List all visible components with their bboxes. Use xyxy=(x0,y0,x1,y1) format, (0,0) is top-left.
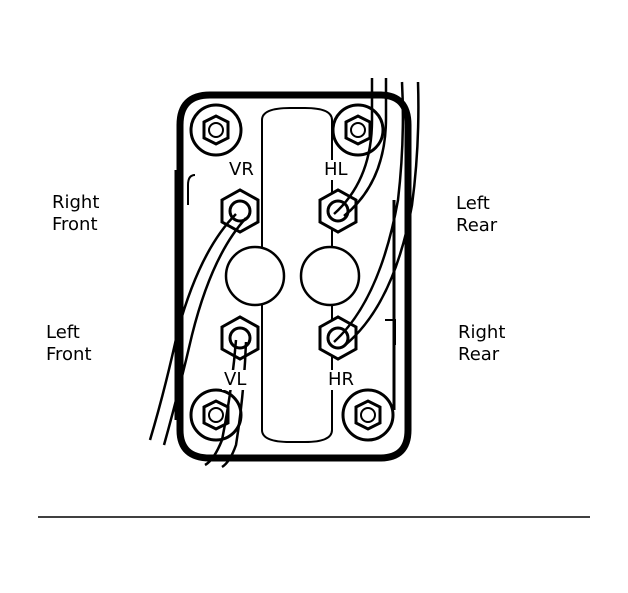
port-label-hl: HL xyxy=(322,159,350,180)
fitting-vr xyxy=(220,188,260,234)
port-label-vl: VL xyxy=(222,369,249,390)
bracket-left-upper xyxy=(187,174,196,205)
bolt-top-right xyxy=(331,103,385,157)
fitting-vl xyxy=(220,315,260,361)
label-left-front-line2: Front xyxy=(46,344,92,365)
port-label-hr: HR xyxy=(326,369,357,390)
brake-line-left-rear xyxy=(333,78,388,217)
label-right-front: Right Front xyxy=(52,192,99,236)
bore-left xyxy=(224,245,286,307)
label-left-front: Left Front xyxy=(46,322,92,366)
center-rib xyxy=(261,107,333,443)
bore-right xyxy=(299,245,361,307)
label-right-front-line1: Right xyxy=(52,192,100,213)
bracket-right-lower xyxy=(385,319,396,345)
label-right-rear: Right Rear xyxy=(458,322,505,366)
label-right-front-line2: Front xyxy=(52,214,98,235)
port-label-vr: VR xyxy=(227,159,256,180)
bolt-bottom-right xyxy=(341,388,395,442)
bolt-top-left xyxy=(189,103,243,157)
label-left-rear-line2: Rear xyxy=(456,215,498,236)
label-left-front-line1: Left xyxy=(46,322,80,343)
brake-line-right-rear xyxy=(333,81,420,347)
bolt-bottom-left xyxy=(189,388,243,442)
label-left-rear: Left Rear xyxy=(456,193,497,237)
brake-line-right-front xyxy=(148,213,247,446)
brake-line-left-front xyxy=(204,339,248,469)
label-right-rear-line1: Right xyxy=(458,322,506,343)
label-left-rear-line1: Left xyxy=(456,193,490,214)
label-right-rear-line2: Rear xyxy=(458,344,500,365)
